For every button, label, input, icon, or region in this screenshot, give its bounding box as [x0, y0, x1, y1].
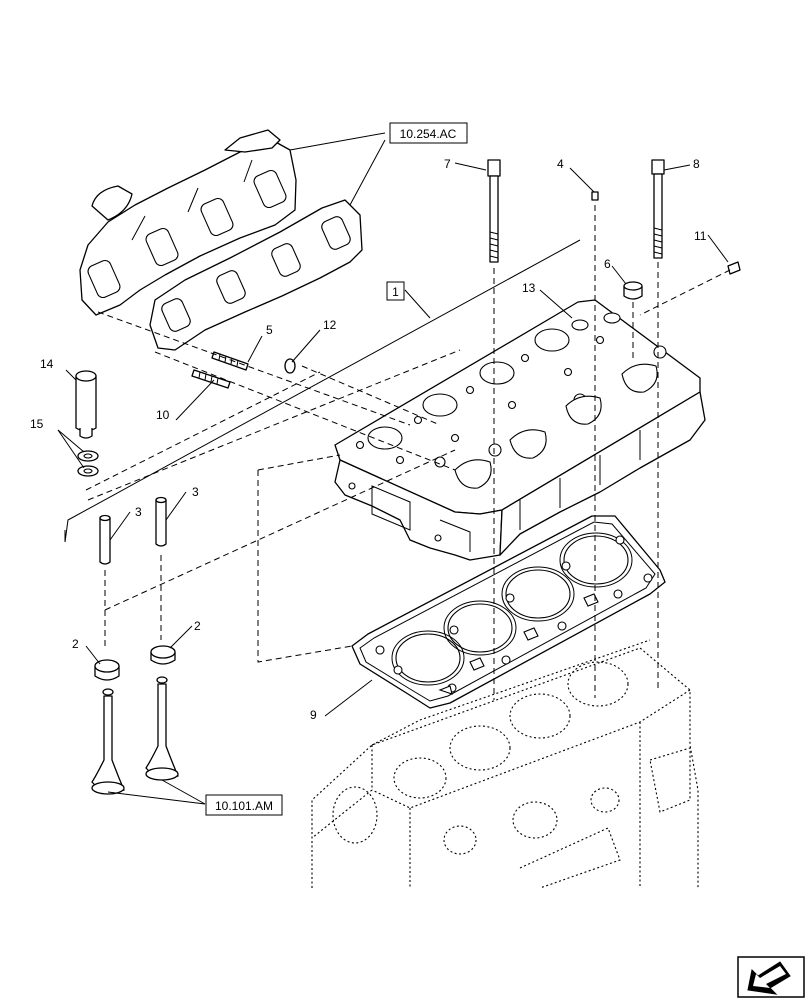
group-1-line	[64, 239, 581, 543]
injector-sleeve	[75, 370, 97, 439]
exhaust-manifold-gasket	[149, 199, 363, 351]
exhaust-manifold	[79, 129, 297, 316]
callout-15: 15	[30, 417, 44, 431]
callout-3a: 3	[135, 505, 142, 519]
callout-7: 7	[444, 157, 451, 171]
alignment-lines	[85, 205, 731, 700]
plug-12	[284, 358, 296, 374]
svg-text:1: 1	[392, 285, 399, 299]
reference-exhaust-manifold[interactable]: 10.254.AC	[389, 122, 468, 144]
svg-text:10.254.AC: 10.254.AC	[400, 127, 457, 141]
head-gasket	[351, 515, 666, 709]
reference-valves[interactable]: 10.101.AM	[205, 794, 283, 816]
valve-seats	[94, 645, 176, 681]
sealing-washers	[77, 450, 99, 477]
stud-10	[191, 369, 231, 389]
callout-6: 6	[604, 257, 611, 271]
callout-12: 12	[323, 318, 337, 332]
engine-block	[311, 639, 699, 889]
callout-8: 8	[693, 157, 700, 171]
reference-cylinder-head-group[interactable]: 1	[386, 281, 405, 301]
valve-guides	[99, 496, 167, 565]
callout-11: 11	[694, 229, 707, 243]
head-bolt-7	[487, 159, 501, 263]
svg-text:10.101.AM: 10.101.AM	[215, 799, 273, 813]
callout-13: 13	[522, 281, 536, 295]
callout-2b: 2	[194, 619, 201, 633]
callout-2a: 2	[72, 637, 79, 651]
valves	[91, 676, 179, 795]
callout-labels: 7 4 8 11 6 13 5 12 14 10 15 3 3 2 2 9	[30, 157, 707, 722]
callout-5: 5	[266, 323, 273, 337]
callout-9: 9	[310, 708, 317, 722]
cup-plug-6	[623, 281, 643, 300]
head-bolt-8	[651, 159, 665, 259]
leader-lines	[57, 132, 729, 805]
dowel-pin-4	[591, 191, 599, 201]
cylinder-head	[334, 299, 706, 561]
callout-14: 14	[40, 357, 54, 371]
callout-10: 10	[156, 408, 170, 422]
callout-4: 4	[557, 157, 564, 171]
stud-5	[211, 351, 249, 371]
plug-11	[727, 261, 741, 275]
next-page-arrow-icon[interactable]	[737, 956, 805, 998]
callout-3b: 3	[192, 485, 199, 499]
